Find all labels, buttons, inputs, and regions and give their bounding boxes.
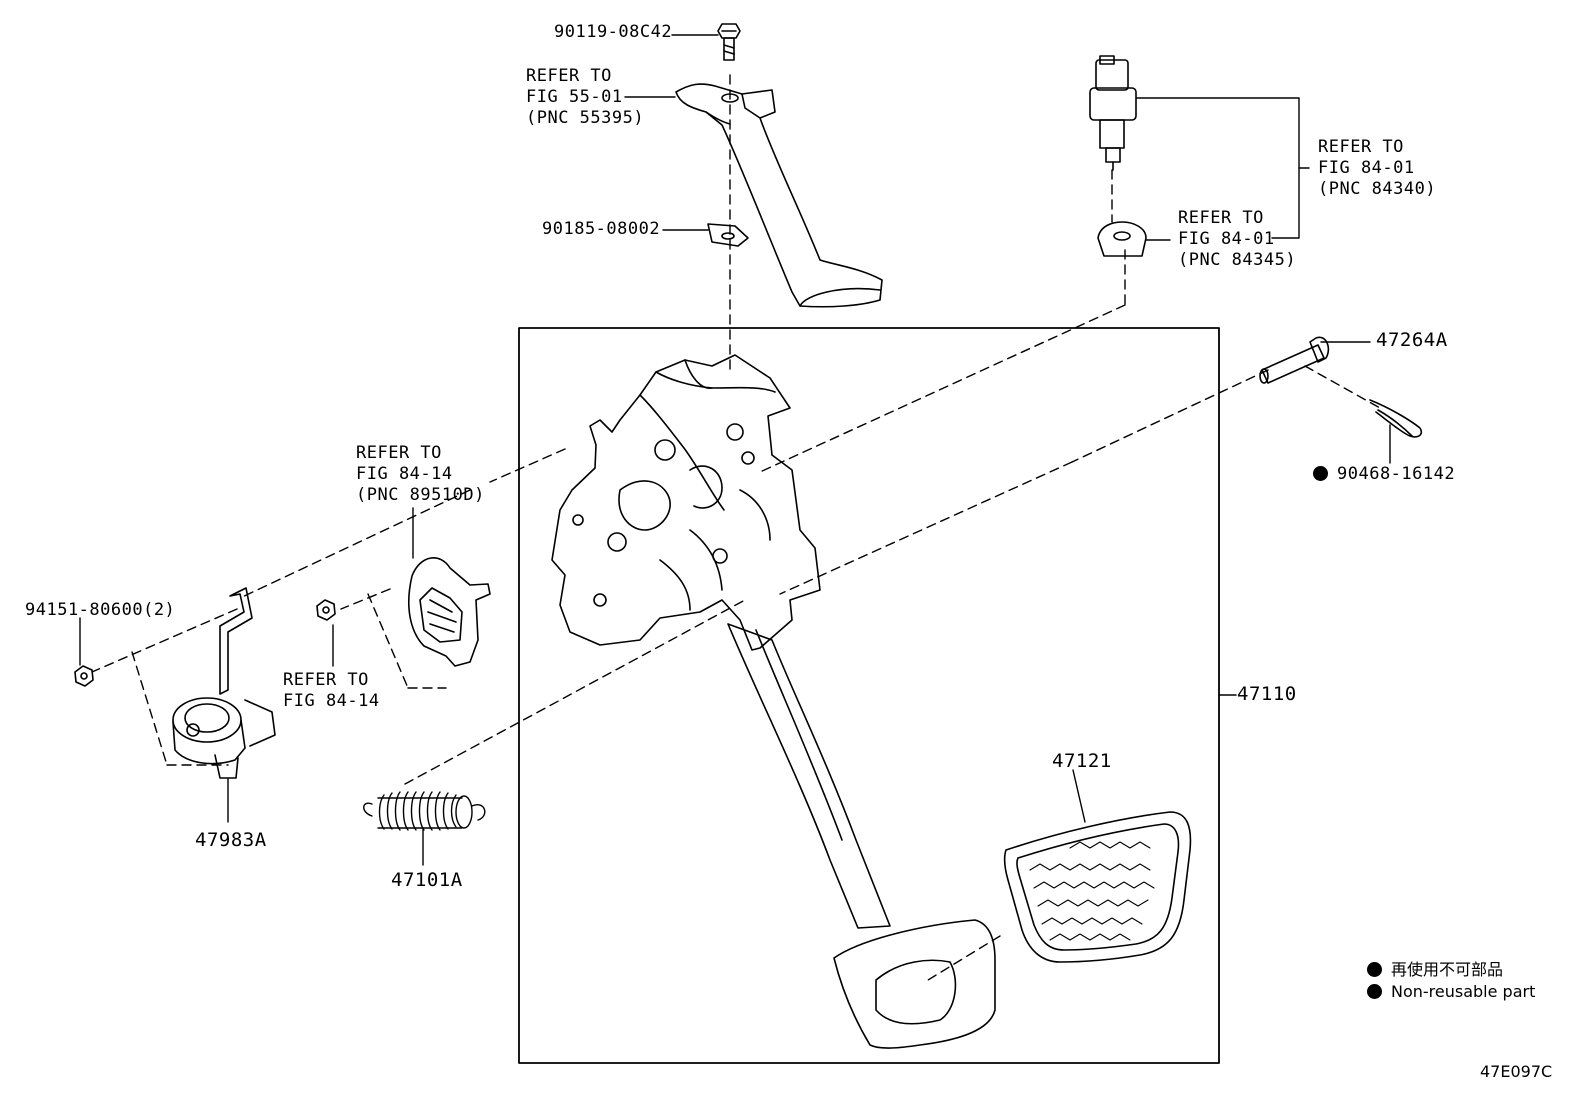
refer-84-01-b-line2: FIG 84-01 [1178,229,1275,249]
switch-cushion-part [1097,221,1147,257]
figure-code: 47E097C [1480,1062,1553,1081]
stroke-sensor-47983A-part [172,587,276,779]
legend-en: Non-reusable part [1367,982,1535,1001]
assembly-dashed-lines [91,74,1381,981]
refer-55-01-line3: (PNC 55395) [526,108,645,128]
legend-jp: 再使用不可部品 [1367,956,1503,980]
refer-84-01-b-line1: REFER TO [1178,208,1264,228]
nut-94151-part [74,665,94,687]
refer-84-01-a-line3: (PNC 84340) [1318,179,1437,199]
refer-84-14-a-line1: REFER TO [356,443,442,463]
refer-84-01-b-line3: (PNC 84345) [1178,250,1297,270]
refer-55-01-line1: REFER TO [526,66,612,86]
legend-dot-jp [1367,962,1382,977]
legend-jp-text: 再使用不可部品 [1391,960,1504,979]
label-94151: 94151-80600(2) [25,600,176,620]
pedal-assembly-part [551,354,996,1049]
label-90185: 90185-08002 [542,219,661,239]
label-90468-text: 90468-16142 [1337,464,1456,484]
pin-47264A-part [1259,336,1330,384]
support-bracket-part [675,83,883,308]
leader-lines [79,34,1391,866]
label-90119: 90119-08C42 [554,22,673,42]
label-47101A: 47101A [391,869,463,891]
refer-84-14-a-line2: FIG 84-14 [356,464,453,484]
nut-refer-84-14-part [316,599,336,621]
return-spring-47101A-part [363,791,486,831]
legend-dot-en [1367,984,1382,999]
clip-90468-part [1369,399,1423,438]
label-47110: 47110 [1237,683,1297,705]
sensor-89510D-part [408,557,491,667]
refer-84-01-a-line2: FIG 84-01 [1318,158,1415,178]
refer-84-14-a-line3: (PNC 89510D) [356,485,485,505]
label-47264A: 47264A [1376,329,1448,351]
bolt-90119-part [717,23,741,61]
refer-84-14-b-line2: FIG 84-14 [283,691,380,711]
legend-en-text: Non-reusable part [1391,982,1536,1001]
refer-55-01-line2: FIG 55-01 [526,87,623,107]
stop-lamp-switch-part [1089,55,1137,171]
assembly-box-47110 [518,327,1220,1064]
label-47983A: 47983A [195,829,267,851]
label-90468: 90468-16142 [1313,464,1455,484]
refer-84-01-a-line1: REFER TO [1318,137,1404,157]
label-47121: 47121 [1052,750,1112,772]
refer-84-14-b-line1: REFER TO [283,670,369,690]
non-reusable-dot [1313,466,1328,481]
pedal-pad-47121-part [1003,811,1192,963]
clip-nut-90185-part [707,223,749,247]
